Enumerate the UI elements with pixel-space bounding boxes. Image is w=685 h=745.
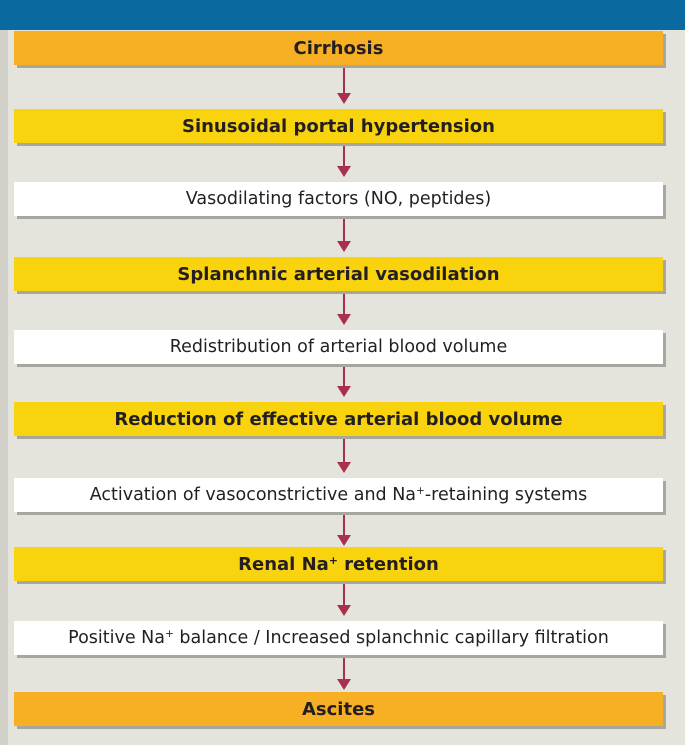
step-label: Cirrhosis bbox=[293, 37, 384, 59]
step-label: Renal Na+ retention bbox=[238, 553, 439, 575]
step-label: Splanchnic arterial vasodilation bbox=[177, 263, 500, 285]
step-label: Vasodilating factors (NO, peptides) bbox=[185, 189, 492, 209]
arrow-down-icon bbox=[337, 658, 351, 690]
step-cirrhosis: Cirrhosis bbox=[14, 31, 663, 65]
step-sinusoidal-portal-hypertension: Sinusoidal portal hypertension bbox=[14, 109, 663, 143]
step-label: Positive Na+ balance / Increased splanch… bbox=[68, 628, 609, 648]
arrow-down-icon bbox=[337, 146, 351, 177]
step-label: Redistribution of arterial blood volume bbox=[169, 337, 508, 357]
step-vasodilating-factors: Vasodilating factors (NO, peptides) bbox=[14, 182, 663, 216]
header-bar bbox=[0, 0, 685, 30]
arrow-down-icon bbox=[337, 219, 351, 252]
arrow-down-icon bbox=[337, 584, 351, 616]
step-redistribution-arterial-blood-volume: Redistribution of arterial blood volume bbox=[14, 330, 663, 364]
step-label: Ascites bbox=[301, 698, 375, 720]
arrow-down-icon bbox=[337, 515, 351, 546]
arrow-down-icon bbox=[337, 367, 351, 397]
step-reduction-effective-arterial-blood-volume: Reduction of effective arterial blood vo… bbox=[14, 402, 663, 436]
step-splanchnic-arterial-vasodilation: Splanchnic arterial vasodilation bbox=[14, 257, 663, 291]
step-activation-vasoconstrictive-systems: Activation of vasoconstrictive and Na+-r… bbox=[14, 478, 663, 512]
arrow-down-icon bbox=[337, 68, 351, 104]
step-label: Reduction of effective arterial blood vo… bbox=[114, 408, 563, 430]
step-renal-na-retention: Renal Na+ retention bbox=[14, 547, 663, 581]
step-ascites: Ascites bbox=[14, 692, 663, 726]
left-margin-bar bbox=[0, 30, 8, 745]
step-positive-na-balance: Positive Na+ balance / Increased splanch… bbox=[14, 621, 663, 655]
step-label: Sinusoidal portal hypertension bbox=[181, 115, 495, 137]
step-label: Activation of vasoconstrictive and Na+-r… bbox=[89, 485, 588, 505]
arrow-down-icon bbox=[337, 294, 351, 325]
arrow-down-icon bbox=[337, 439, 351, 473]
